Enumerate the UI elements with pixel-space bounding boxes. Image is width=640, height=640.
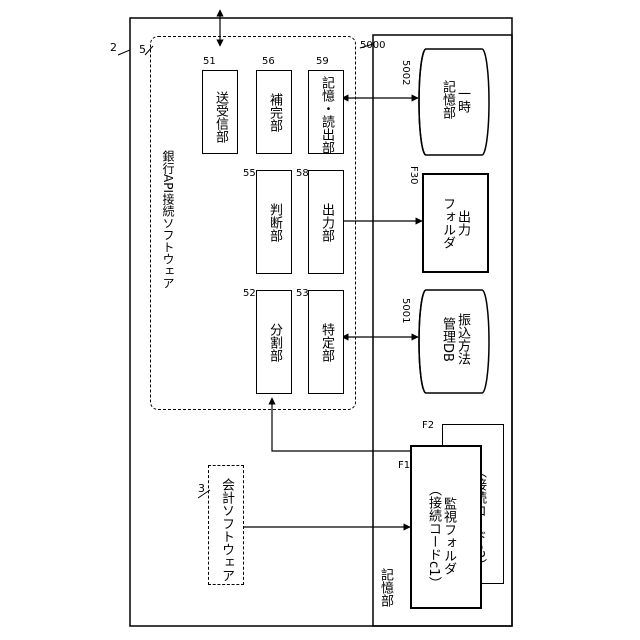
output-ref: 58 [296,168,309,179]
ref-5000-label: 5000 [360,40,385,51]
monitor-folder-1-text: 監視フォルダ （接続コードc1） [426,483,456,589]
split-block: 分割部 [256,290,292,394]
ref-5-label: 5 [139,44,146,55]
identify-block: 特定部 [308,290,344,394]
accounting-software-text: 会計ソフトウェア [219,478,234,582]
transceiver-block: 送受信部 [202,70,238,154]
complement-text: 補完部 [267,93,282,132]
complement-ref: 56 [262,56,275,67]
judge-ref: 55 [243,168,256,179]
output-folder-ref: F30 [408,166,419,184]
judge-text: 判断部 [267,203,282,242]
identify-ref: 53 [296,288,309,299]
output-folder-text: 出力 フォルダ [440,197,470,249]
ref-3-label: 3 [198,483,205,494]
split-ref: 52 [243,288,256,299]
output-folder-box: 出力 フォルダ [422,173,489,273]
transfer-db-text: 振込方法 管理DB [440,313,470,365]
split-text: 分割部 [267,323,282,362]
record-read-block: 記憶・読出部 [308,70,344,154]
complement-block: 補完部 [256,70,292,154]
bank-api-software-label: 銀行API接続ソフトウェア [160,150,175,289]
storage-label: 記憶部 [378,568,393,607]
ref-2-label: 2 [110,42,117,53]
transceiver-text: 送受信部 [213,91,228,143]
temp-storage-text: 一時 記憶部 [440,80,470,119]
monitor-folder-2-ref: F2 [422,420,434,431]
transceiver-ref: 51 [203,56,216,67]
identify-text: 特定部 [319,323,334,362]
output-text: 出力部 [319,203,334,242]
judge-block: 判断部 [256,170,292,274]
record-read-ref: 59 [316,56,329,67]
accounting-software-box: 会計ソフトウェア [208,465,244,585]
transfer-db-ref: 5001 [400,298,411,323]
record-read-text: 記憶・読出部 [319,76,334,154]
temp-storage-ref: 5002 [400,60,411,85]
output-block: 出力部 [308,170,344,274]
monitor-folder-1-box: 監視フォルダ （接続コードc1） [410,445,482,609]
monitor-folder-1-ref: F1 [398,460,410,471]
